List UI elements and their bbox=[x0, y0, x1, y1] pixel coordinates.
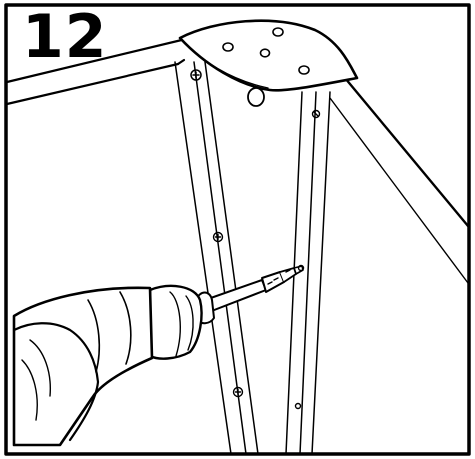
top-rail bbox=[5, 36, 192, 106]
left-rail-board bbox=[174, 61, 259, 455]
screw-icon bbox=[190, 69, 202, 81]
step-number-label: 12 bbox=[22, 2, 108, 72]
screw-icon bbox=[311, 109, 321, 119]
right-leg-board bbox=[329, 76, 470, 284]
screw-icon bbox=[232, 386, 244, 398]
screw-icon bbox=[212, 231, 224, 243]
bolt-hole bbox=[247, 87, 265, 107]
pilot-hole bbox=[294, 402, 302, 410]
cordless-drill-icon bbox=[12, 265, 304, 447]
corner-bracket-icon bbox=[178, 19, 359, 92]
